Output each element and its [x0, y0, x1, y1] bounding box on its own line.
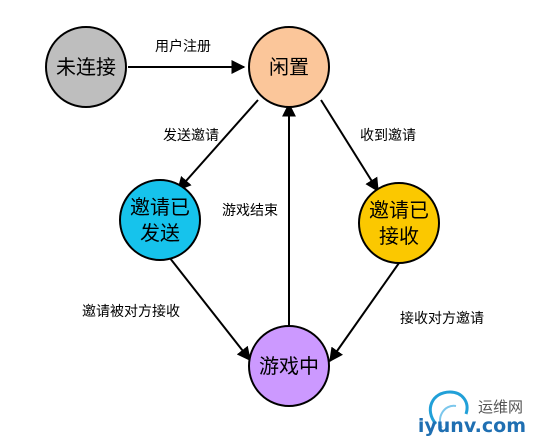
edge-label-game-over: 游戏结束 — [222, 203, 278, 219]
watermark-cn: 运维网 — [478, 398, 523, 416]
edge-send-invite — [177, 99, 259, 192]
edge-label-receive-invite: 收到邀请 — [360, 128, 416, 144]
watermark: 运维网 iyunv.com — [418, 390, 526, 437]
watermark-logo-icon — [428, 390, 469, 429]
edge-label-register: 用户注册 — [155, 38, 211, 55]
edge-label-peer-accepts: 邀请被对方接收 — [82, 303, 180, 320]
node-invite-sent — [119, 179, 201, 261]
edge-peer-accepts — [161, 247, 251, 362]
node-label-invite-sent-line2: 发送 — [140, 221, 180, 245]
node-label-invite-received-line2: 接收 — [379, 224, 419, 248]
edge-receive-invite — [320, 99, 379, 193]
edge-label-send-invite: 发送邀请 — [163, 128, 219, 144]
node-label-in-game: 游戏中 — [259, 354, 319, 378]
node-label-idle: 闲置 — [269, 55, 309, 79]
node-label-disconnected: 未连接 — [56, 55, 116, 79]
node-idle — [248, 26, 330, 108]
node-invite-received — [358, 182, 440, 264]
watermark-en: iyunv.com — [418, 415, 526, 437]
node-label-invite-sent-line1: 邀请已 — [130, 195, 190, 219]
edge-accept-peer — [329, 262, 400, 363]
node-disconnected — [45, 26, 127, 108]
node-in-game — [248, 325, 330, 407]
node-label-invite-received-line1: 邀请已 — [369, 198, 429, 222]
edge-label-accept-peer: 接收对方邀请 — [400, 310, 484, 327]
